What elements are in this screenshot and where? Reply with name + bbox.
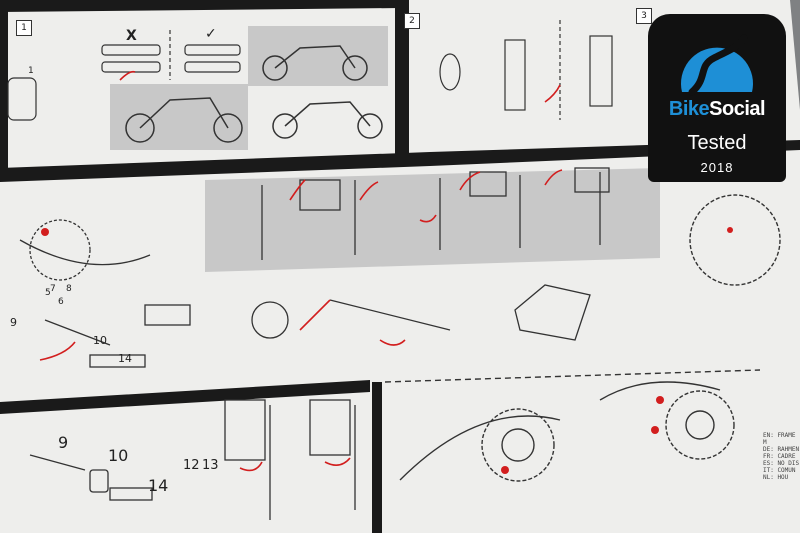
part-number: 7: [50, 284, 56, 294]
check-mark: ✓: [205, 26, 217, 42]
road-icon: [681, 34, 753, 96]
multilingual-note: EN: FRAME M DE: RAHMEN FR: CADRE ES: NO …: [763, 432, 800, 481]
part-number: 12: [183, 458, 200, 473]
part-number: 9: [58, 433, 69, 452]
badge-brand-part2: Social: [709, 98, 766, 120]
bikesocial-tested-badge: BikeSocial Tested 2018: [648, 14, 786, 182]
part-number: 6: [58, 297, 64, 307]
part-number: 5: [45, 288, 51, 298]
part-number: 10: [93, 334, 107, 347]
panel-number-2: 2: [404, 13, 420, 29]
badge-year: 2018: [700, 160, 734, 175]
part-number: 1: [28, 66, 34, 76]
part-number: 9: [10, 316, 17, 329]
panel-number-3: 3: [636, 8, 652, 24]
badge-brand-part1: Bike: [668, 98, 710, 120]
cross-mark: X: [126, 28, 137, 44]
badge-brand: BikeSocial: [648, 98, 786, 121]
part-number: 8: [66, 284, 72, 294]
part-number: 14: [118, 352, 132, 365]
part-number: 14: [148, 476, 169, 495]
panel-number-1: 1: [16, 20, 32, 36]
part-number: 13: [202, 458, 219, 473]
badge-status: Tested: [687, 132, 747, 154]
part-number: 10: [108, 446, 129, 465]
